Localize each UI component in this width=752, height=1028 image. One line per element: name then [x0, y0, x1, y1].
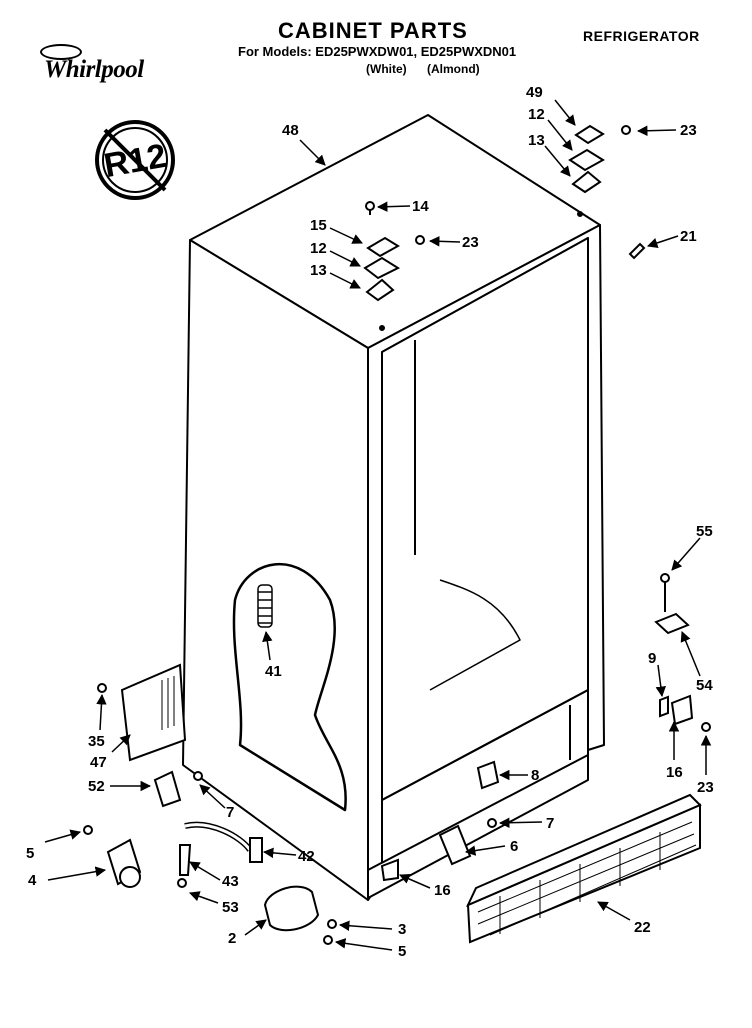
- no-r12-badge: R12: [95, 120, 175, 200]
- callout-16-bottom: 16: [434, 882, 451, 899]
- callout-23-right: 23: [697, 779, 714, 796]
- callout-22: 22: [634, 919, 651, 936]
- callout-41: 41: [265, 663, 282, 680]
- color-white: (White): [366, 62, 407, 76]
- callout-23-top-right: 23: [680, 122, 697, 139]
- callout-13-top-left: 13: [310, 262, 327, 279]
- condensate-coil: [257, 584, 273, 628]
- callout-35: 35: [88, 733, 105, 750]
- callout-53: 53: [222, 899, 239, 916]
- callout-23-top-left: 23: [462, 234, 479, 251]
- callout-52: 52: [88, 778, 105, 795]
- top-hinge-right: [568, 124, 646, 260]
- callout-49: 49: [526, 84, 543, 101]
- callout-3: 3: [398, 921, 406, 938]
- top-hinge-left: [363, 201, 425, 331]
- models-line: For Models: ED25PWXDW01, ED25PWXDN01: [238, 44, 517, 59]
- callout-leaders: [44, 99, 712, 951]
- callout-16-right: 16: [666, 764, 683, 781]
- callout-8: 8: [531, 767, 539, 784]
- color-almond: (Almond): [427, 62, 480, 76]
- callout-12-top-left: 12: [310, 240, 327, 257]
- callout-5-left: 5: [26, 845, 34, 862]
- callout-7-left: 7: [226, 804, 234, 821]
- callout-54: 54: [696, 677, 713, 694]
- brand-name: Whirlpool: [44, 56, 144, 83]
- callout-12-top-right: 12: [528, 106, 545, 123]
- category-label: REFRIGERATOR: [583, 28, 700, 44]
- callout-14: 14: [412, 198, 429, 215]
- callout-42: 42: [298, 848, 315, 865]
- callout-13-top-right: 13: [528, 132, 545, 149]
- callout-47: 47: [90, 754, 107, 771]
- callout-2: 2: [228, 930, 236, 947]
- page-title: CABINET PARTS: [278, 18, 468, 43]
- callout-55: 55: [696, 523, 713, 540]
- cabinet-shell: [182, 114, 605, 901]
- callout-labels: 48 49 12 13 23 14 15 12 13 23 21 55 41 9…: [26, 84, 714, 960]
- callout-4: 4: [28, 872, 37, 889]
- callout-15: 15: [310, 217, 327, 234]
- callout-43: 43: [222, 873, 239, 890]
- callout-48: 48: [282, 122, 299, 139]
- callout-5-bottom: 5: [398, 943, 406, 960]
- callout-21: 21: [680, 228, 697, 245]
- callout-7-right: 7: [546, 815, 554, 832]
- logo-oval-icon: [40, 44, 82, 60]
- callout-6: 6: [510, 838, 518, 855]
- bottom-parts: [83, 573, 711, 945]
- callout-9: 9: [648, 650, 656, 667]
- whirlpool-logo: Whirlpool: [14, 22, 149, 83]
